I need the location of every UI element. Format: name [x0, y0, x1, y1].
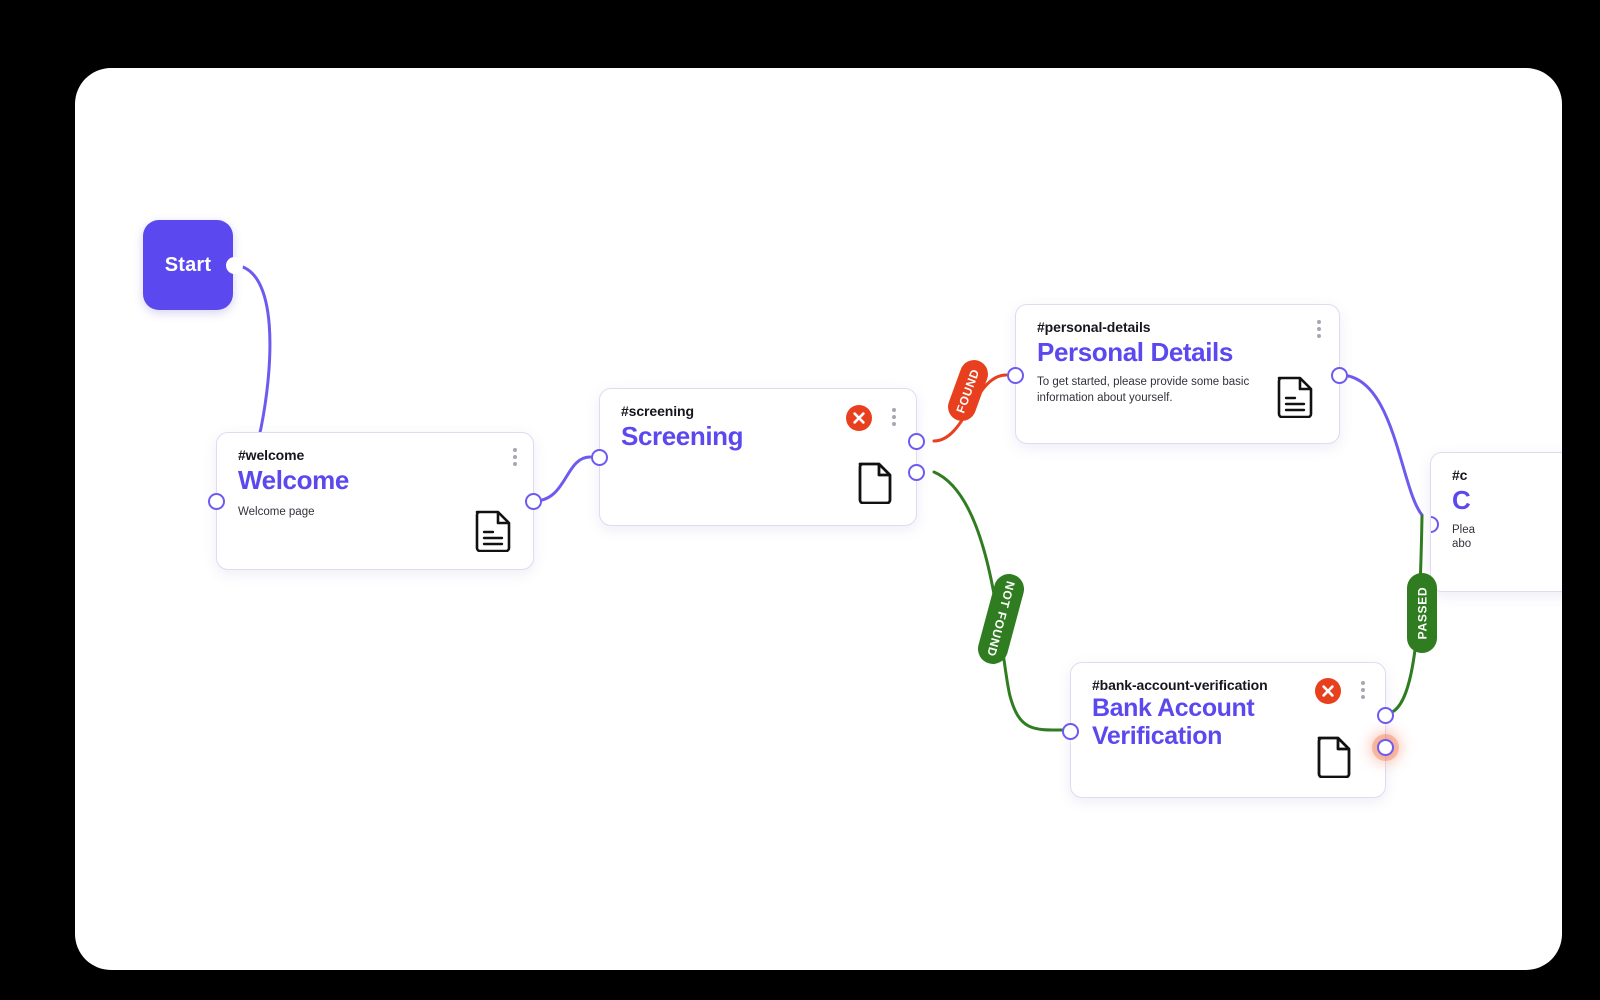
- bank-verification-output-highlighted-port[interactable]: [1377, 739, 1394, 756]
- edge-personal-details-to-clipped-card: [1338, 373, 1424, 517]
- welcome-output-port[interactable]: [525, 493, 542, 510]
- clipped-card-input-port[interactable]: [1431, 516, 1439, 533]
- card-description-line-1: Plea: [1452, 524, 1476, 536]
- edge-label-not-found-text: NOT FOUND: [984, 579, 1018, 659]
- card-title: C: [1452, 485, 1471, 515]
- welcome-input-port[interactable]: [208, 493, 225, 510]
- card-description: Welcome page: [238, 506, 315, 518]
- personal-details-output-port[interactable]: [1331, 367, 1348, 384]
- kebab-menu-icon[interactable]: [507, 446, 523, 468]
- node-card-clipped-right[interactable]: #c C Plea abo: [1430, 452, 1562, 592]
- close-circle-icon[interactable]: [846, 405, 872, 431]
- start-node-label: Start: [164, 253, 212, 276]
- edge-label-found[interactable]: FOUND: [944, 356, 992, 425]
- flow-canvas[interactable]: Start #welcome Welcome Welcome page #scr…: [75, 68, 1562, 970]
- edge-label-not-found[interactable]: NOT FOUND: [974, 570, 1028, 668]
- card-title: Personal Details: [1037, 337, 1233, 367]
- screening-input-port[interactable]: [591, 449, 608, 466]
- kebab-menu-icon[interactable]: [1311, 318, 1327, 340]
- card-tag: #personal-details: [1037, 319, 1151, 335]
- card-description-line-2: abo: [1452, 538, 1472, 550]
- document-lines-icon: [1275, 374, 1315, 423]
- card-tag: #welcome: [238, 447, 305, 463]
- screening-output-not-found-port[interactable]: [908, 464, 925, 481]
- node-card-welcome[interactable]: #welcome Welcome Welcome page: [208, 432, 542, 570]
- screening-output-found-port[interactable]: [908, 433, 925, 450]
- start-node[interactable]: Start: [143, 220, 233, 310]
- bank-verification-input-port[interactable]: [1062, 723, 1079, 740]
- document-lines-icon: [473, 508, 513, 557]
- kebab-menu-icon[interactable]: [886, 406, 902, 428]
- edge-label-passed[interactable]: PASSED: [1407, 573, 1437, 653]
- node-card-bank-account-verification[interactable]: #bank-account-verification Bank Account …: [1062, 662, 1394, 798]
- node-card-screening[interactable]: #screening Screening: [591, 388, 925, 526]
- edge-label-found-text: FOUND: [953, 366, 983, 415]
- kebab-menu-icon[interactable]: [1355, 679, 1371, 701]
- card-description: To get started, please provide some basi…: [1037, 376, 1250, 404]
- card-tag: #c: [1452, 467, 1468, 483]
- document-blank-icon: [856, 460, 894, 509]
- document-blank-icon: [1315, 734, 1353, 783]
- card-title: Bank Account Verification: [1092, 694, 1255, 750]
- close-circle-icon[interactable]: [1315, 678, 1341, 704]
- card-tag: #bank-account-verification: [1092, 677, 1268, 693]
- bank-verification-output-passed-port[interactable]: [1377, 707, 1394, 724]
- card-title: Screening: [621, 421, 744, 451]
- card-tag: #screening: [621, 403, 694, 419]
- card-title: Welcome: [238, 465, 349, 495]
- personal-details-input-port[interactable]: [1007, 367, 1024, 384]
- start-output-port[interactable]: [226, 257, 243, 274]
- edge-label-passed-text: PASSED: [1415, 586, 1430, 640]
- edge-welcome-to-screening: [532, 455, 592, 503]
- node-card-personal-details[interactable]: #personal-details Personal Details To ge…: [1007, 304, 1348, 444]
